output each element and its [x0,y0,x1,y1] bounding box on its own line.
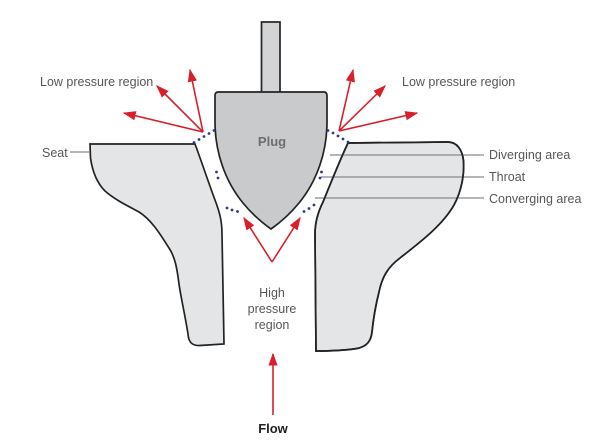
valve-stem [260,21,281,94]
leader-lines [70,151,484,199]
svg-text:High: High [259,286,285,300]
label-converging-area: Converging area [489,192,581,206]
seat-right-outline [314,141,465,352]
label-low-pressure-right: Low pressure region [402,75,515,89]
label-diverging-area: Diverging area [489,148,570,162]
flow-boundary-dots [192,129,350,213]
valve-plug-shape [214,91,328,231]
low-pressure-arrows-left [122,68,204,133]
label-high-pressure-region: High pressure region [248,286,297,332]
seat-right-shape [314,141,465,352]
flow-arrows [122,68,419,415]
label-flow: Flow [258,421,288,436]
seat-left-shape [89,143,225,347]
label-throat: Throat [489,170,526,184]
high-pressure-arrows [243,216,301,263]
svg-text:pressure: pressure [248,302,297,316]
svg-text:region: region [255,318,290,332]
label-seat: Seat [42,146,68,160]
low-pressure-arrows-right [338,68,419,132]
label-plug: Plug [258,134,286,149]
label-low-pressure-left: Low pressure region [40,75,153,89]
